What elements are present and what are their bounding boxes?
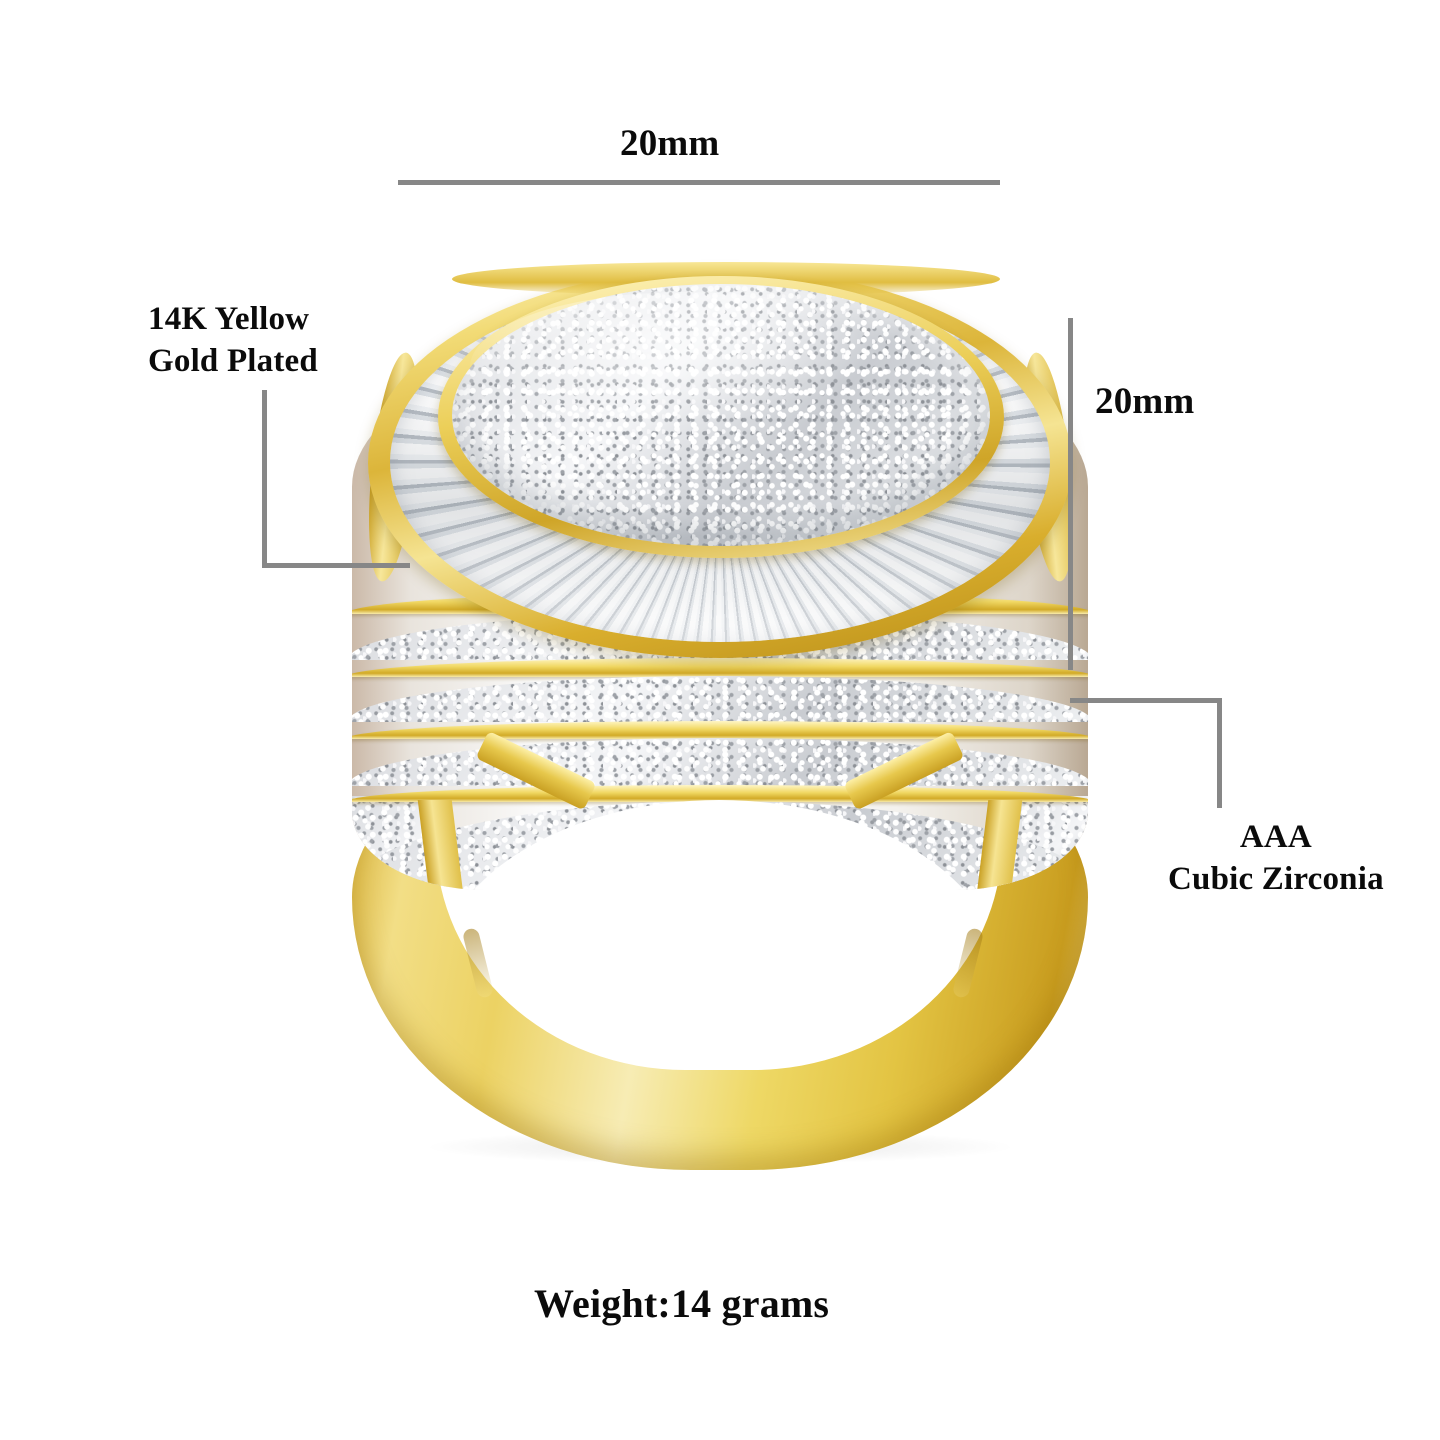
gold-rib-3: [352, 721, 1088, 739]
weight-label: Weight:14 grams: [534, 1281, 830, 1326]
gold-callout-leader-vertical: [262, 390, 267, 568]
cz-stone-callout: AAA Cubic Zirconia: [1168, 816, 1384, 900]
pave-row-3: [352, 738, 1088, 786]
gold-rib-4: [352, 785, 1088, 802]
gold-callout-line-1: 14K Yellow: [148, 301, 310, 337]
width-dimension-line: [398, 180, 1000, 185]
pave-row-2: [352, 676, 1088, 722]
pave-cluster-face: [452, 284, 990, 546]
height-dimension-label: 20mm: [1095, 381, 1195, 422]
cz-callout-leader-horizontal: [1070, 698, 1222, 703]
cz-callout-leader-vertical: [1217, 698, 1222, 808]
gold-rib-2: [352, 658, 1088, 677]
width-dimension-label: 20mm: [620, 123, 720, 164]
cz-callout-line-1: AAA: [1239, 819, 1312, 855]
gold-callout-line-2: Gold Plated: [148, 343, 318, 380]
gold-callout-leader-horizontal: [262, 563, 410, 568]
cz-callout-line-2: Cubic Zirconia: [1168, 861, 1384, 898]
height-dimension-line: [1068, 318, 1073, 670]
